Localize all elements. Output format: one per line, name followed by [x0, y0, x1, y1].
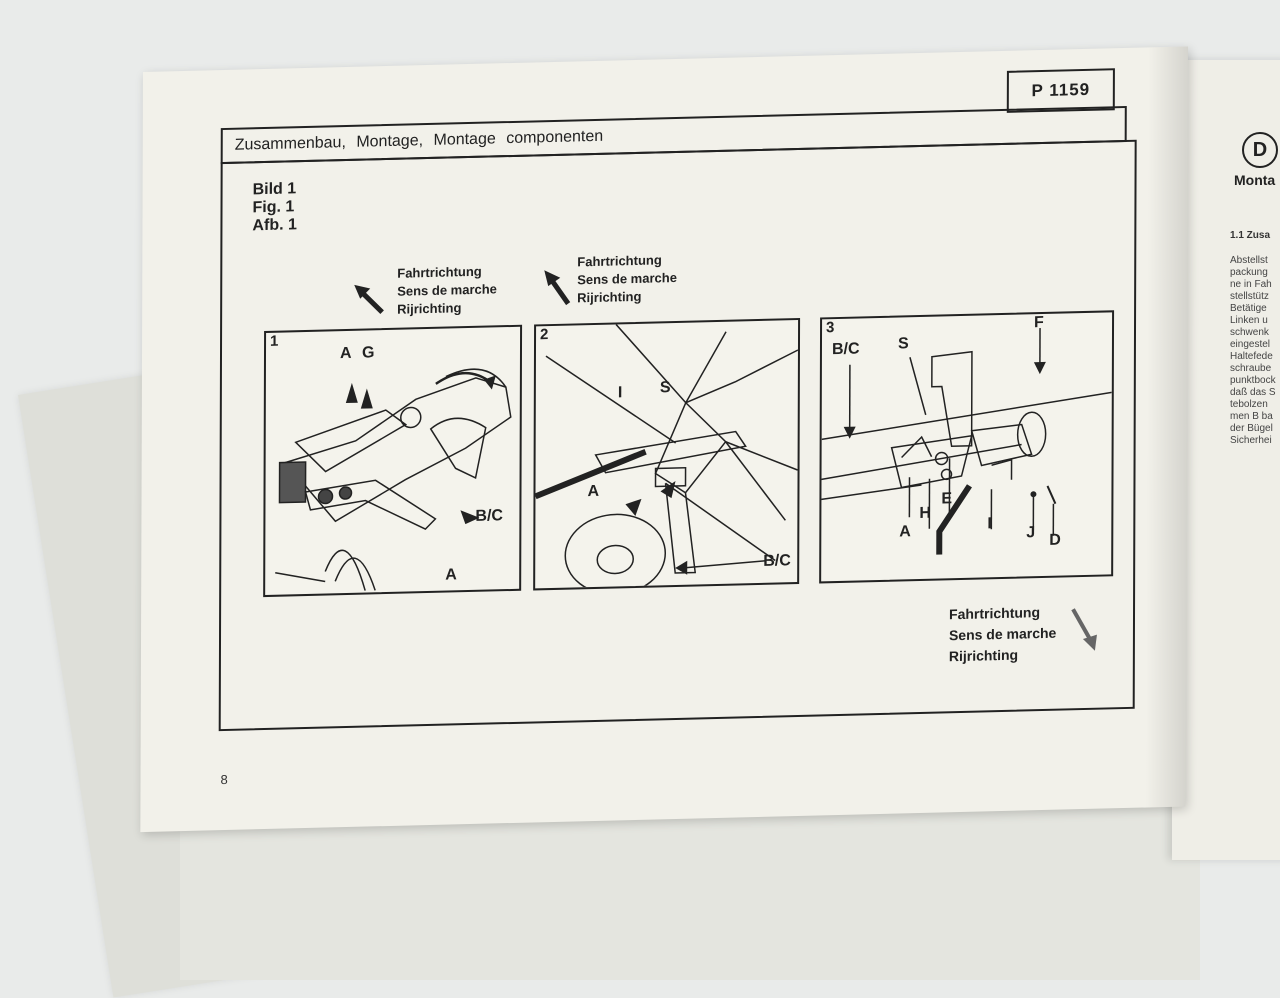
direction-text-3: Fahrtrichtung Sens de marche Rijrichting: [949, 602, 1057, 668]
diagram-panel-3: 3 F B/C S A H E I J D: [819, 310, 1114, 583]
direction-text-1: Fahrtrichtung Sens de marche Rijrichting: [397, 262, 497, 318]
panel-3-label-j: J: [1026, 524, 1035, 542]
panel-2-label-s: S: [660, 379, 671, 397]
manual-page: P 1159 Zusammenbau, Montage, Montage com…: [140, 46, 1188, 832]
direction-arrow-1: [352, 280, 392, 321]
language-badge: D: [1242, 132, 1278, 168]
panel-3-label-f: F: [1034, 314, 1044, 332]
panel-3-label-i: I: [987, 515, 992, 533]
panel-3-label-bc: B/C: [832, 340, 860, 359]
right-page-section: 1.1 Zusa: [1230, 230, 1270, 241]
panel-1-label-g: G: [362, 344, 375, 362]
panel-1-label-a-bottom: A: [445, 566, 457, 584]
page-number: 8: [220, 772, 227, 787]
panel-3-label-a: A: [899, 523, 911, 541]
panel-3-number: 3: [826, 319, 834, 336]
direction-arrow-3: [1067, 605, 1101, 654]
panel-3-label-d: D: [1049, 532, 1061, 550]
panel-3-label-s: S: [898, 335, 909, 353]
right-page: D Monta 1.1 Zusa Abstellst packung ne in…: [1172, 60, 1280, 860]
direction-text-2: Fahrtrichtung Sens de marche Rijrichting: [577, 251, 677, 307]
panel-3-drawing: [821, 312, 1112, 581]
diagram-panel-2: 2 I S A B/C: [533, 318, 800, 591]
figure-label-list: Bild 1 Fig. 1 Afb. 1: [252, 180, 297, 235]
panel-1-number: 1: [270, 333, 278, 350]
panel-2-label-i: I: [618, 384, 623, 402]
panel-2-label-bc: B/C: [763, 552, 791, 571]
panel-2-drawing: [535, 320, 798, 588]
diagram-panel-1: 1 A G B/C A: [263, 325, 522, 597]
panel-2-label-a: A: [587, 483, 599, 501]
figure-frame: Bild 1 Fig. 1 Afb. 1 Fahrtrichtung Sens …: [219, 140, 1137, 731]
right-page-text: Abstellst packung ne in Fah stellstütz B…: [1230, 255, 1280, 447]
direction-arrow-2: [540, 267, 580, 310]
panel-3-label-h: H: [919, 505, 931, 523]
panel-3-label-e: E: [941, 490, 952, 508]
panel-1-label-a: A: [340, 345, 352, 363]
panel-2-number: 2: [540, 326, 548, 343]
panel-1-drawing: [265, 327, 520, 595]
right-page-title: Monta: [1234, 172, 1275, 188]
panel-1-label-bc: B/C: [475, 507, 503, 526]
